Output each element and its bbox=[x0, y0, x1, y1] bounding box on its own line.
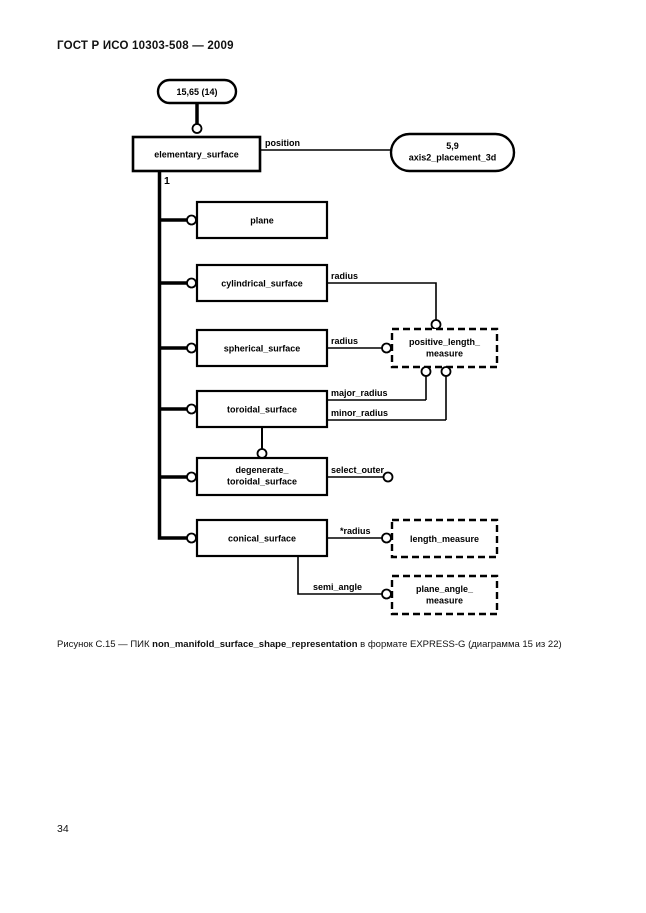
supertype-circle bbox=[191, 123, 203, 134]
radius-cylindrical-label: radius bbox=[331, 271, 358, 281]
entity-conical-surface bbox=[195, 518, 329, 558]
radius-spherical-circle bbox=[381, 342, 392, 354]
axis2-ref-name-label: axis2_placement_3d bbox=[409, 153, 497, 163]
type-plane-angle-measure bbox=[390, 574, 499, 616]
entity-toroidal-surface bbox=[195, 389, 329, 429]
caption-entity-name: non_manifold_surface_shape_representatio… bbox=[152, 639, 358, 650]
type-positive-length-measure-label1: positive_length_ bbox=[409, 337, 481, 347]
entity-elementary-surface-label: elementary_surface bbox=[154, 150, 239, 160]
entity-conical-surface-label: conical_surface bbox=[228, 534, 296, 544]
minor-radius-circle bbox=[440, 366, 452, 377]
document-header: ГОСТ Р ИСО 10303-508 — 2009 bbox=[57, 40, 234, 52]
entity-plane bbox=[195, 200, 329, 240]
subtype-circle-spherical bbox=[186, 342, 197, 354]
type-positive-length-measure-label2: measure bbox=[426, 349, 463, 359]
radius-spherical-label: radius bbox=[331, 336, 358, 346]
entity-plane-label: plane bbox=[250, 216, 274, 226]
semi-angle-line bbox=[297, 556, 382, 595]
subtype-circle-plane bbox=[186, 214, 197, 226]
entity-degenerate-toroidal-surface-label1: degenerate_ bbox=[235, 465, 289, 475]
radius-cylindrical-circle bbox=[430, 319, 442, 330]
star-radius-circle bbox=[381, 532, 392, 544]
entity-cylindrical-surface-label: cylindrical_surface bbox=[221, 279, 303, 289]
axis2-placement-stadium bbox=[389, 132, 516, 173]
page-ref-label: 15,65 (14) bbox=[176, 87, 217, 97]
minor-radius-label: minor_radius bbox=[331, 408, 388, 418]
semi-angle-circle bbox=[381, 588, 392, 600]
type-plane-angle-measure-label2: measure bbox=[426, 596, 463, 606]
figure-caption: Рисунок С.15 — ПИК non_manifold_surface_… bbox=[57, 638, 602, 651]
type-length-measure-label: length_measure bbox=[410, 534, 479, 544]
major-radius-label: major_radius bbox=[331, 388, 388, 398]
subtype-circle-cylindrical bbox=[186, 277, 197, 289]
entity-toroidal-surface-label: toroidal_surface bbox=[227, 405, 297, 415]
select-outer-circle bbox=[382, 471, 394, 483]
subtype-circle-toroidal bbox=[186, 403, 197, 415]
caption-suffix: в формате EXPRESS-G (диаграмма 15 из 22) bbox=[357, 639, 562, 650]
entity-cylindrical-surface bbox=[195, 263, 329, 303]
type-length-measure bbox=[390, 518, 499, 559]
cardinality-label: 1 bbox=[164, 175, 170, 187]
page-number: 34 bbox=[57, 823, 69, 835]
select-outer-label: select_outer bbox=[331, 465, 385, 475]
subtype-circle-degenerate bbox=[186, 471, 197, 483]
star-radius-label: *radius bbox=[340, 526, 371, 536]
entity-spherical-surface-label: spherical_surface bbox=[224, 344, 301, 354]
type-positive-length-measure bbox=[390, 327, 499, 369]
entity-spherical-surface bbox=[195, 328, 329, 368]
semi-angle-label: semi_angle bbox=[313, 582, 362, 592]
entity-degenerate-toroidal-surface-label2: toroidal_surface bbox=[227, 477, 297, 487]
type-plane-angle-measure-label1: plane_angle_ bbox=[416, 584, 474, 594]
radius-cylindrical-line bbox=[327, 282, 437, 320]
caption-prefix: Рисунок С.15 — ПИК bbox=[57, 639, 153, 650]
subtype-circle-conical bbox=[186, 532, 197, 544]
axis2-ref-page-label: 5,9 bbox=[446, 141, 459, 151]
position-attr-label: position bbox=[265, 138, 300, 148]
major-radius-circle bbox=[420, 366, 432, 377]
subtype-spine bbox=[157, 171, 187, 540]
toroidal-degenerate-circle bbox=[256, 448, 268, 459]
entity-elementary-surface bbox=[131, 135, 262, 173]
